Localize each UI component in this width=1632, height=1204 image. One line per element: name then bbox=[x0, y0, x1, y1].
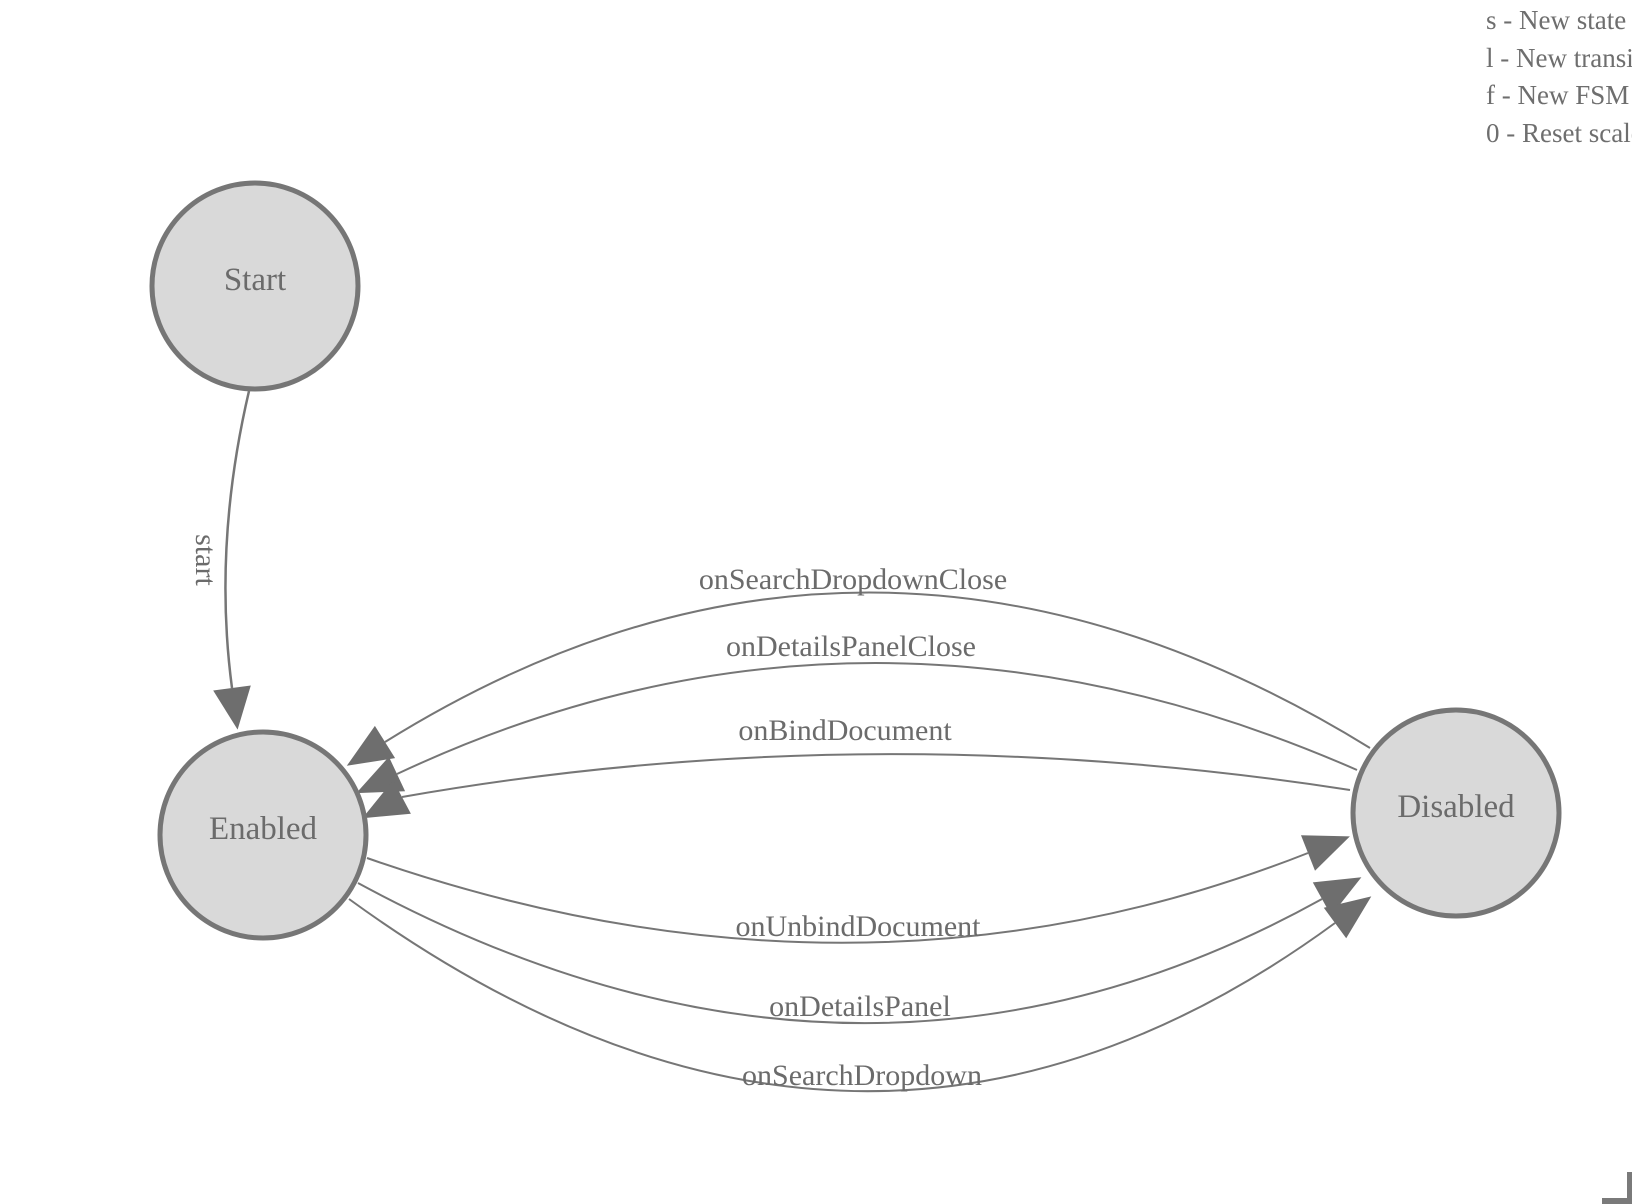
legend-item-new-fsm: f - New FSM bbox=[1486, 80, 1630, 110]
transition-onDetailsPanel[interactable]: onDetailsPanel bbox=[357, 877, 1362, 1025]
transition-onSearchDropdownClose[interactable]: onSearchDropdownClose bbox=[346, 563, 1371, 766]
transition-label-onUnbindDocument[interactable]: onUnbindDocument bbox=[736, 910, 982, 943]
arrowhead-to-enabled-1-icon bbox=[346, 725, 396, 766]
transition-onUnbindDocument[interactable]: onUnbindDocument bbox=[366, 835, 1350, 944]
arrowhead-to-disabled-2-icon bbox=[1312, 877, 1362, 916]
legend-item-new-transition: l - New transition bbox=[1486, 42, 1632, 73]
state-start[interactable]: Start bbox=[149, 180, 361, 392]
transition-onBindDocument[interactable]: onBindDocument bbox=[362, 714, 1351, 819]
transition-label-onSearchDropdownClose[interactable]: onSearchDropdownClose bbox=[699, 563, 1007, 596]
legend: s - New state l - New transition f - New… bbox=[1486, 2, 1632, 152]
transition-onDetailsPanel-edge[interactable] bbox=[357, 882, 1323, 1025]
transition-label-onBindDocument[interactable]: onBindDocument bbox=[738, 714, 952, 747]
transition-onDetailsPanelClose[interactable]: onDetailsPanelClose bbox=[356, 630, 1358, 794]
legend-item-new-state: s - New state bbox=[1486, 5, 1627, 35]
transition-label-onSearchDropdown[interactable]: onSearchDropdown bbox=[742, 1059, 982, 1092]
state-disabled[interactable]: Disabled bbox=[1350, 707, 1562, 919]
corner-bracket bbox=[1602, 1172, 1632, 1204]
transition-label-start[interactable]: start bbox=[189, 534, 222, 586]
transition-label-onDetailsPanel[interactable]: onDetailsPanel bbox=[769, 990, 951, 1023]
transition-onUnbindDocument-edge[interactable] bbox=[366, 852, 1309, 944]
state-enabled-label: Enabled bbox=[209, 811, 318, 847]
arrowhead-start-to-enabled-icon bbox=[213, 685, 251, 730]
state-enabled[interactable]: Enabled bbox=[157, 729, 369, 941]
state-start-label: Start bbox=[224, 262, 286, 298]
state-disabled-label: Disabled bbox=[1397, 789, 1515, 825]
arrowhead-to-disabled-3-icon bbox=[1323, 896, 1372, 939]
transition-onSearchDropdown[interactable]: onSearchDropdown bbox=[348, 896, 1372, 1093]
state-disabled-circle[interactable] bbox=[1350, 707, 1562, 919]
state-enabled-circle[interactable] bbox=[157, 729, 369, 941]
corner-bracket-horizontal bbox=[1602, 1198, 1632, 1204]
transition-onDetailsPanelClose-edge[interactable] bbox=[396, 662, 1358, 775]
arrowhead-to-disabled-1-icon bbox=[1301, 835, 1350, 871]
corner-bracket-vertical bbox=[1627, 1172, 1632, 1204]
transition-onSearchDropdown-edge[interactable] bbox=[348, 898, 1336, 1093]
transition-start-edge[interactable] bbox=[224, 390, 251, 689]
transition-onBindDocument-edge[interactable] bbox=[401, 753, 1351, 798]
arrowhead-to-enabled-3-icon bbox=[362, 780, 411, 819]
legend-item-reset-scale: 0 - Reset scale bbox=[1486, 117, 1632, 148]
transition-start[interactable]: start bbox=[189, 390, 251, 730]
transition-onSearchDropdownClose-edge[interactable] bbox=[384, 591, 1371, 749]
transition-label-onDetailsPanelClose[interactable]: onDetailsPanelClose bbox=[726, 630, 976, 663]
state-start-circle[interactable] bbox=[149, 180, 361, 392]
